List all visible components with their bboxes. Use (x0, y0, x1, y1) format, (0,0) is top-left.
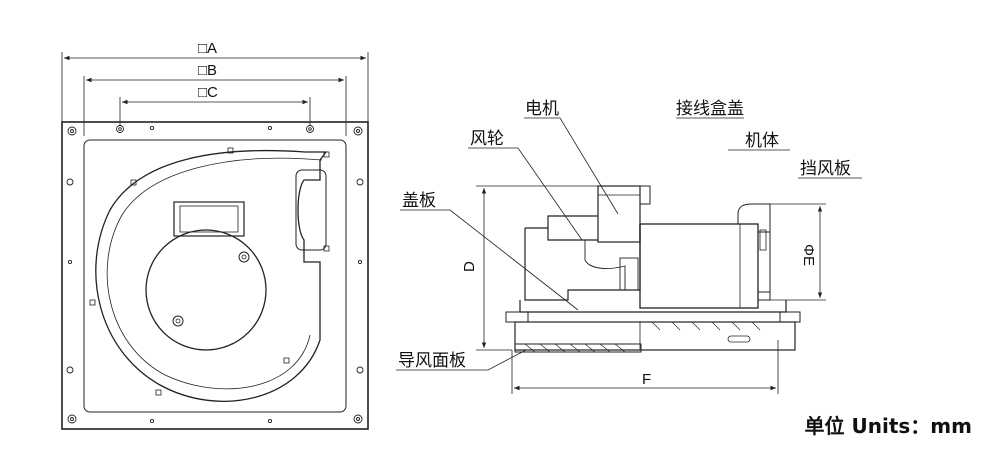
label-guide-panel: 导风面板 (398, 351, 466, 371)
side-view (396, 117, 862, 394)
dim-label-b: □B (198, 62, 217, 79)
dim-label-a: □A (198, 40, 217, 57)
cover-plate (519, 300, 787, 313)
dimension-c (119, 97, 311, 126)
wind-baffle (737, 203, 771, 301)
label-impeller: 风轮 (470, 129, 504, 149)
label-motor: 电机 (525, 99, 559, 119)
dim-label-f: F (642, 371, 651, 388)
dimension-e (770, 203, 826, 301)
label-junction-box-cover: 接线盒盖 (676, 99, 744, 119)
impeller-disk (145, 229, 267, 351)
motor-housing (597, 185, 641, 243)
dimension-d (476, 185, 598, 351)
label-wind-baffle: 挡风板 (800, 159, 851, 179)
outer-plate (61, 121, 369, 430)
dim-label-c: □C (198, 84, 218, 101)
dim-label-d: D (461, 261, 478, 272)
guide-panel (514, 343, 642, 353)
scroll-housing (95, 149, 328, 402)
mounting-holes (66, 125, 364, 424)
junction-box (173, 201, 245, 237)
unit-label: 单位 Units：mm (804, 414, 972, 438)
dim-label-e: ΦE (800, 244, 817, 266)
top-view (61, 52, 369, 430)
impeller-housing (524, 215, 641, 301)
inner-panel (83, 139, 347, 413)
leader-lines (396, 117, 862, 371)
dimension-a (61, 52, 369, 122)
label-cover-plate: 盖板 (402, 191, 436, 211)
dimension-b (83, 76, 347, 136)
label-body: 机体 (745, 131, 779, 151)
